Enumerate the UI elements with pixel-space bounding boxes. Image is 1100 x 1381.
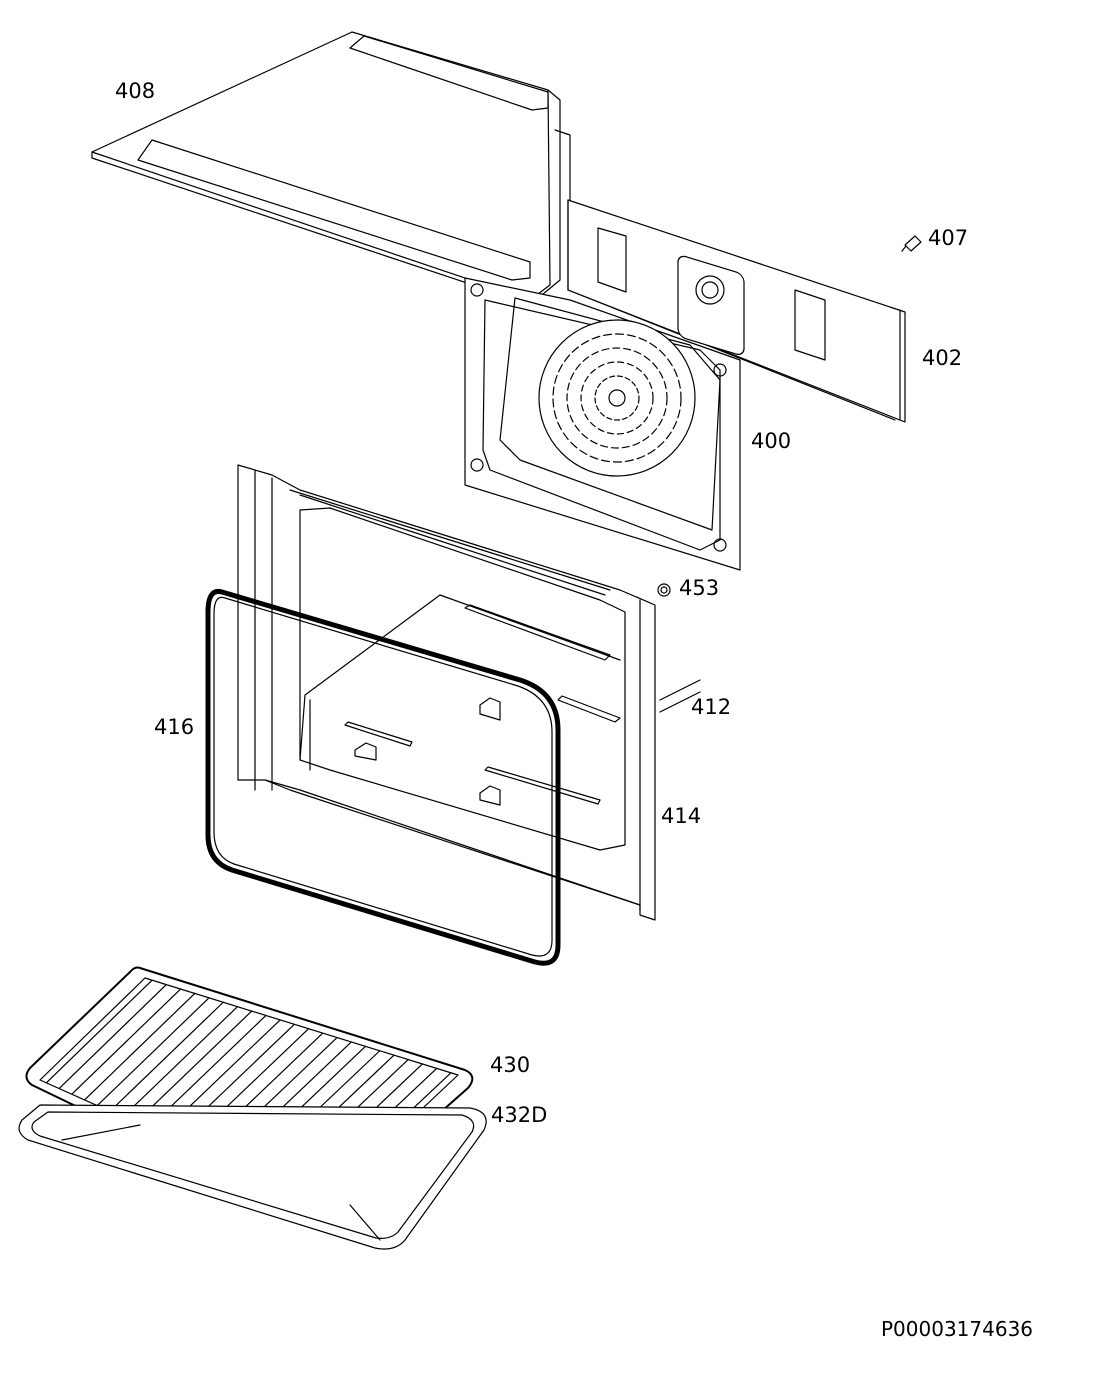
rack-bar [96, 997, 210, 1107]
part-414-front-frame [237, 464, 656, 921]
rack-bar [83, 992, 196, 1101]
label-400: 400 [751, 429, 792, 453]
rack-bar [71, 988, 182, 1095]
part-412-cavity [299, 594, 701, 806]
part-400-back-wall [464, 277, 741, 571]
rack-bar [134, 1010, 253, 1124]
label-412: 412 [691, 695, 732, 719]
rack-bar [45, 979, 153, 1084]
part-407-screw [901, 235, 922, 252]
part-453-clip [657, 583, 671, 597]
document-code: P00003174636 [881, 1317, 1034, 1341]
label-402: 402 [922, 346, 963, 370]
label-430: 430 [490, 1053, 531, 1077]
part-402-rear-bracket [567, 199, 906, 423]
label-432D: 432D [491, 1103, 548, 1127]
part-408-top-cover [91, 31, 571, 305]
part-432D-tray [18, 1104, 487, 1250]
label-408: 408 [115, 79, 156, 103]
part-416-door-seal [205, 588, 561, 966]
label-407: 407 [928, 226, 969, 250]
label-414: 414 [661, 804, 702, 828]
rack-bar [58, 984, 167, 1090]
rack-bar [109, 1001, 224, 1112]
label-453: 453 [679, 576, 720, 600]
label-416: 416 [154, 715, 195, 739]
rack-bar [122, 1006, 239, 1118]
